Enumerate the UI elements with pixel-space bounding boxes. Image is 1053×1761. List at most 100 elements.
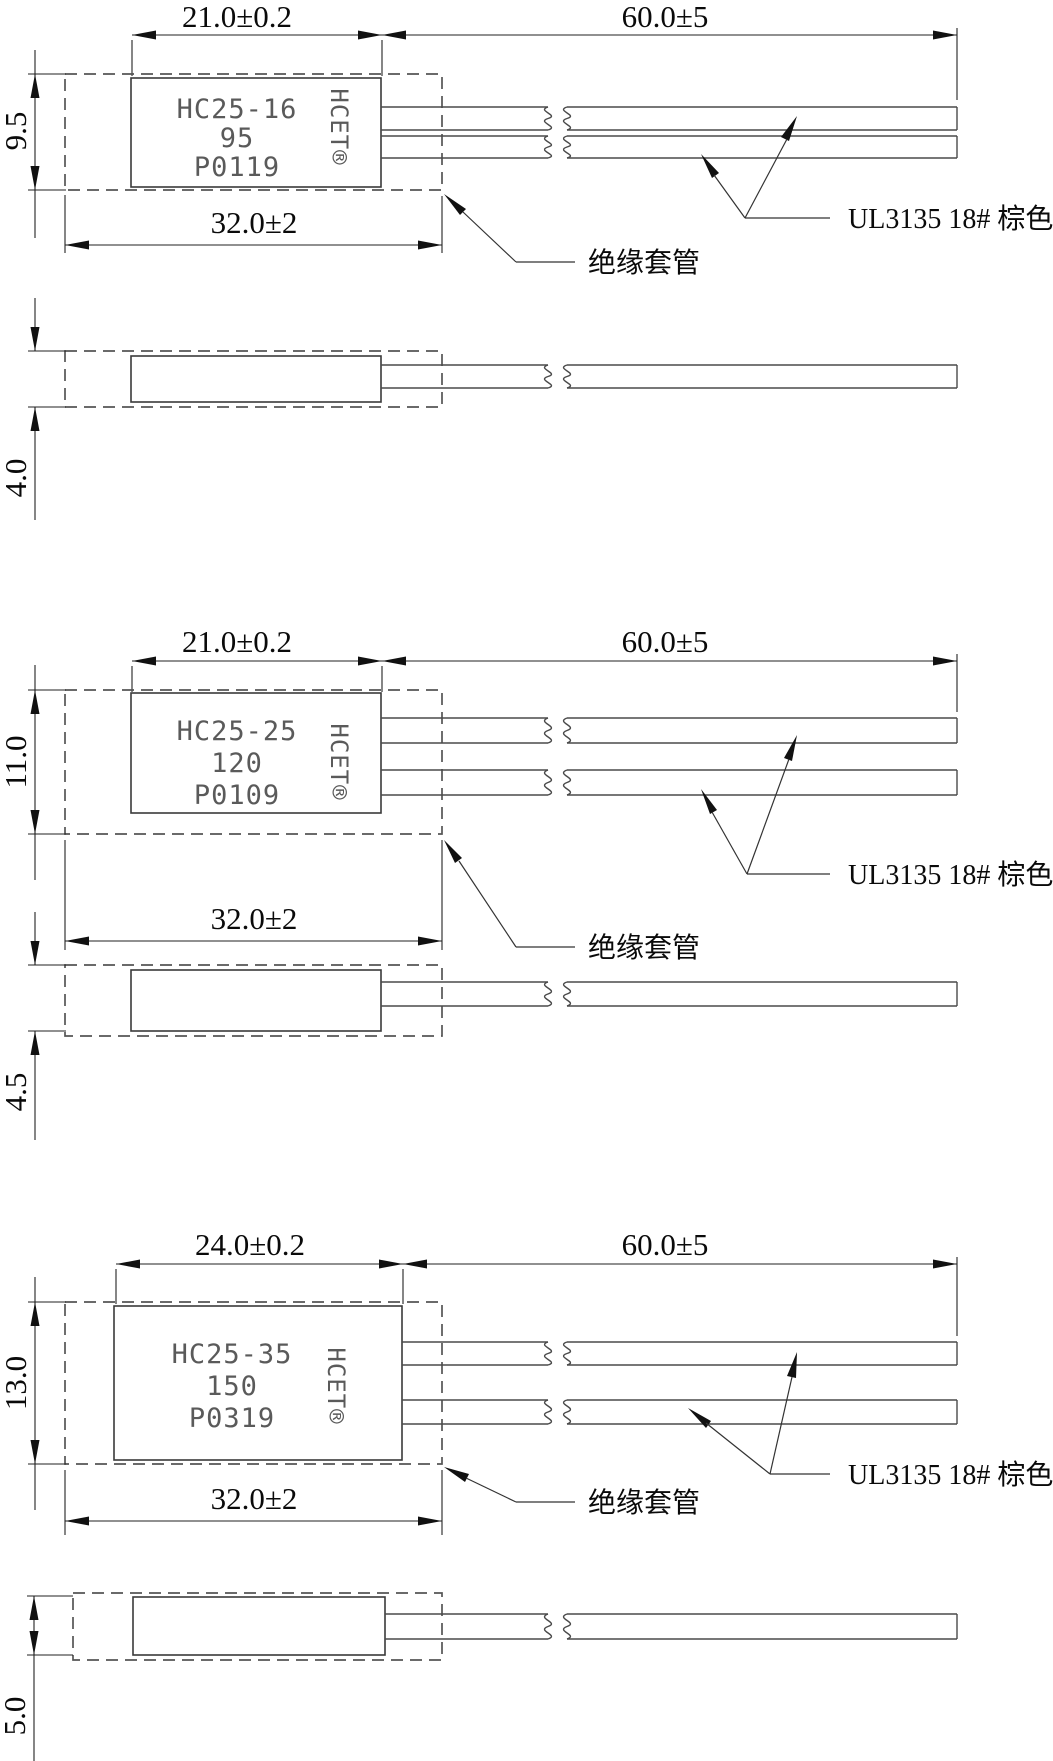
sleeve-leader: 绝缘套管 bbox=[444, 840, 700, 964]
drawing-1-side-view: 4.0 bbox=[0, 298, 958, 520]
arrowhead bbox=[30, 74, 40, 98]
arrowhead bbox=[30, 1031, 40, 1055]
arrowhead bbox=[65, 240, 89, 250]
body-batch-text: P0119 bbox=[194, 152, 280, 183]
wire-leader: UL3135 18# 棕色 bbox=[701, 116, 1053, 235]
dim-thickness: 4.5 bbox=[0, 1073, 33, 1112]
arrowhead bbox=[358, 30, 382, 40]
dim-thickness: 4.0 bbox=[0, 459, 33, 498]
arrowhead bbox=[132, 30, 156, 40]
body-batch-text: P0109 bbox=[194, 780, 280, 811]
sleeve-leader: 绝缘套管 bbox=[444, 1467, 700, 1519]
dim-body-height: 9.5 bbox=[0, 112, 33, 151]
drawing-2-side-view: 4.5 bbox=[0, 912, 958, 1140]
sleeve-label: 绝缘套管 bbox=[588, 932, 700, 964]
wire-spec-label: UL3135 18# 棕色 bbox=[848, 1459, 1053, 1491]
wire-break bbox=[562, 981, 572, 1007]
wire-break bbox=[543, 135, 553, 159]
arrowhead bbox=[65, 936, 89, 946]
drawing-2-top-view: 21.0±0.2 60.0±5 HC25-25 120 P0109 HCET® bbox=[0, 624, 1053, 964]
sleeve-outline bbox=[64, 689, 443, 835]
dim-body-length: 24.0±0.2 bbox=[195, 1227, 305, 1262]
wire-break bbox=[562, 135, 572, 159]
arrowhead bbox=[418, 936, 442, 946]
wire-break bbox=[562, 1341, 572, 1366]
body-temperature-text: 95 bbox=[220, 123, 255, 154]
dim-thickness: 5.0 bbox=[0, 1697, 32, 1736]
leader-arrowhead bbox=[701, 154, 719, 178]
thermostat-body bbox=[130, 692, 382, 814]
leader-arrowhead bbox=[688, 1408, 711, 1428]
wire-spec-label: UL3135 18# 棕色 bbox=[848, 203, 1053, 235]
dim-overall-length: 32.0±2 bbox=[211, 901, 298, 936]
wire-spec-label: UL3135 18# 棕色 bbox=[848, 859, 1053, 891]
arrowhead bbox=[132, 656, 156, 666]
arrowhead bbox=[382, 656, 406, 666]
brand-text: HCET® bbox=[325, 88, 353, 165]
dim-lead-length: 60.0±5 bbox=[622, 1227, 709, 1262]
lead-wires bbox=[381, 106, 958, 159]
dim-body-length: 21.0±0.2 bbox=[182, 624, 292, 659]
thermostat-body bbox=[132, 1596, 386, 1656]
dim-overall-length: 32.0±2 bbox=[211, 205, 298, 240]
leader-arrowhead bbox=[444, 194, 466, 215]
wire-break bbox=[562, 769, 572, 796]
sleeve-label: 绝缘套管 bbox=[588, 1487, 700, 1519]
arrowhead bbox=[30, 407, 40, 431]
leader-arrowhead bbox=[444, 840, 462, 863]
dim-body-height: 13.0 bbox=[0, 1356, 33, 1410]
wire-break bbox=[562, 364, 572, 389]
thermostat-body bbox=[113, 1305, 403, 1461]
arrowhead bbox=[358, 656, 382, 666]
dim-lead-length: 60.0±5 bbox=[622, 0, 709, 34]
drawing-3-side-view: 5.0 bbox=[0, 1592, 958, 1761]
sleeve-outline bbox=[64, 964, 443, 1037]
arrowhead bbox=[418, 240, 442, 250]
leader-arrowhead bbox=[784, 735, 797, 761]
lead-wires bbox=[402, 1341, 958, 1425]
sleeve-leader: 绝缘套管 bbox=[444, 194, 700, 279]
dim-body-height: 11.0 bbox=[0, 735, 33, 788]
leader-arrowhead bbox=[701, 789, 717, 814]
lead-wires bbox=[381, 717, 958, 796]
arrowhead bbox=[116, 1259, 140, 1269]
body-model-text: HC25-16 bbox=[177, 94, 298, 125]
arrowhead bbox=[29, 1596, 39, 1620]
arrowhead bbox=[379, 1259, 403, 1269]
wire-break bbox=[562, 717, 572, 744]
sleeve-outline bbox=[64, 350, 443, 408]
leader-arrowhead bbox=[444, 1467, 469, 1482]
wire-break bbox=[543, 364, 553, 389]
drawing-3-top-view: 24.0±0.2 60.0±5 HC25-35 150 P0319 HCET® bbox=[0, 1227, 1053, 1535]
dim-overall-length: 32.0±2 bbox=[211, 1481, 298, 1516]
wire-leader: UL3135 18# 棕色 bbox=[701, 735, 1053, 891]
arrowhead bbox=[30, 941, 40, 965]
sleeve-outline bbox=[72, 1592, 443, 1661]
arrowhead bbox=[30, 1302, 40, 1326]
sleeve-label: 绝缘套管 bbox=[588, 247, 700, 279]
wire-break bbox=[543, 769, 553, 796]
arrowhead bbox=[30, 810, 40, 834]
wire-break bbox=[562, 106, 572, 131]
body-temperature-text: 150 bbox=[206, 1371, 258, 1402]
wire-leader: UL3135 18# 棕色 bbox=[688, 1352, 1053, 1491]
wire-break bbox=[543, 106, 553, 131]
arrowhead bbox=[30, 690, 40, 714]
wire-break bbox=[543, 1613, 553, 1640]
arrowhead bbox=[418, 1516, 442, 1526]
body-model-text: HC25-35 bbox=[172, 1339, 293, 1370]
thermostat-body bbox=[130, 355, 382, 403]
brand-text: HCET® bbox=[325, 723, 353, 800]
arrowhead bbox=[30, 327, 40, 351]
arrowhead bbox=[30, 166, 40, 190]
body-batch-text: P0319 bbox=[189, 1403, 275, 1434]
wire-break bbox=[543, 717, 553, 744]
arrowhead bbox=[933, 1259, 957, 1269]
thermostat-body bbox=[130, 77, 382, 188]
dim-body-length: 21.0±0.2 bbox=[182, 0, 292, 34]
arrowhead bbox=[65, 1516, 89, 1526]
arrowhead bbox=[933, 656, 957, 666]
leader-arrowhead bbox=[781, 116, 797, 141]
